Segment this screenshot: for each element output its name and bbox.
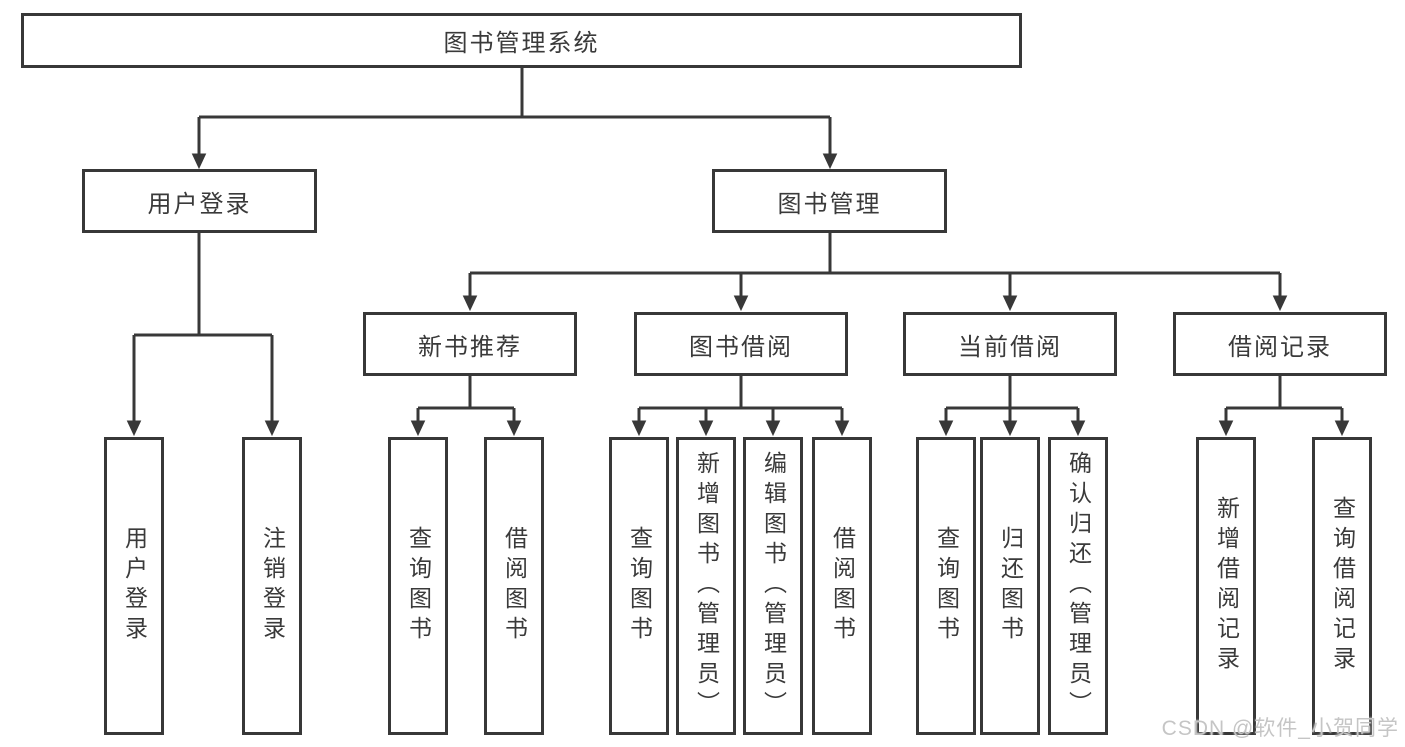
leaf-borrow-books-borrowing: 借阅图书 bbox=[812, 437, 872, 735]
leaf-label: 查询图书 bbox=[626, 526, 653, 646]
node-book-borrowing: 图书借阅 bbox=[634, 312, 848, 376]
leaf-label: 借阅图书 bbox=[829, 526, 856, 646]
node-current-borrowing: 当前借阅 bbox=[903, 312, 1117, 376]
leaf-logout: 注销登录 bbox=[242, 437, 302, 735]
leaf-confirm-return-admin: 确认归还（管理员） bbox=[1048, 437, 1108, 735]
leaf-query-books-current: 查询图书 bbox=[916, 437, 976, 735]
leaf-borrow-books-recommend: 借阅图书 bbox=[484, 437, 544, 735]
leaf-add-borrow-record: 新增借阅记录 bbox=[1196, 437, 1256, 735]
leaf-label: 新增图书（管理员） bbox=[693, 451, 720, 721]
leaf-label: 归还图书 bbox=[997, 526, 1024, 646]
node-new-book-recommend: 新书推荐 bbox=[363, 312, 577, 376]
leaf-add-books-admin: 新增图书（管理员） bbox=[676, 437, 736, 735]
node-library-management-system: 图书管理系统 bbox=[21, 13, 1022, 68]
node-user-login: 用户登录 bbox=[82, 169, 317, 233]
node-book-management: 图书管理 bbox=[712, 169, 947, 233]
leaf-label: 查询图书 bbox=[933, 526, 960, 646]
arrowhead-icons bbox=[126, 153, 1350, 437]
leaf-label: 查询借阅记录 bbox=[1329, 496, 1356, 676]
leaf-query-books-recommend: 查询图书 bbox=[388, 437, 448, 735]
node-borrowing-records: 借阅记录 bbox=[1173, 312, 1387, 376]
leaf-label: 新增借阅记录 bbox=[1213, 496, 1240, 676]
leaf-query-books-borrowing: 查询图书 bbox=[609, 437, 669, 735]
leaf-label: 确认归还（管理员） bbox=[1065, 451, 1092, 721]
leaf-edit-books-admin: 编辑图书（管理员） bbox=[743, 437, 803, 735]
leaf-label: 查询图书 bbox=[405, 526, 432, 646]
leaf-query-borrow-record: 查询借阅记录 bbox=[1312, 437, 1372, 735]
leaf-label: 用户登录 bbox=[121, 526, 148, 646]
leaf-user-login: 用户登录 bbox=[104, 437, 164, 735]
leaf-return-books: 归还图书 bbox=[980, 437, 1040, 735]
tree-connectors bbox=[132, 68, 1344, 422]
leaf-label: 编辑图书（管理员） bbox=[760, 451, 787, 721]
watermark: CSDN @软件_小贺同学 bbox=[1161, 717, 1399, 740]
leaf-label: 注销登录 bbox=[259, 526, 286, 646]
leaf-label: 借阅图书 bbox=[501, 526, 528, 646]
